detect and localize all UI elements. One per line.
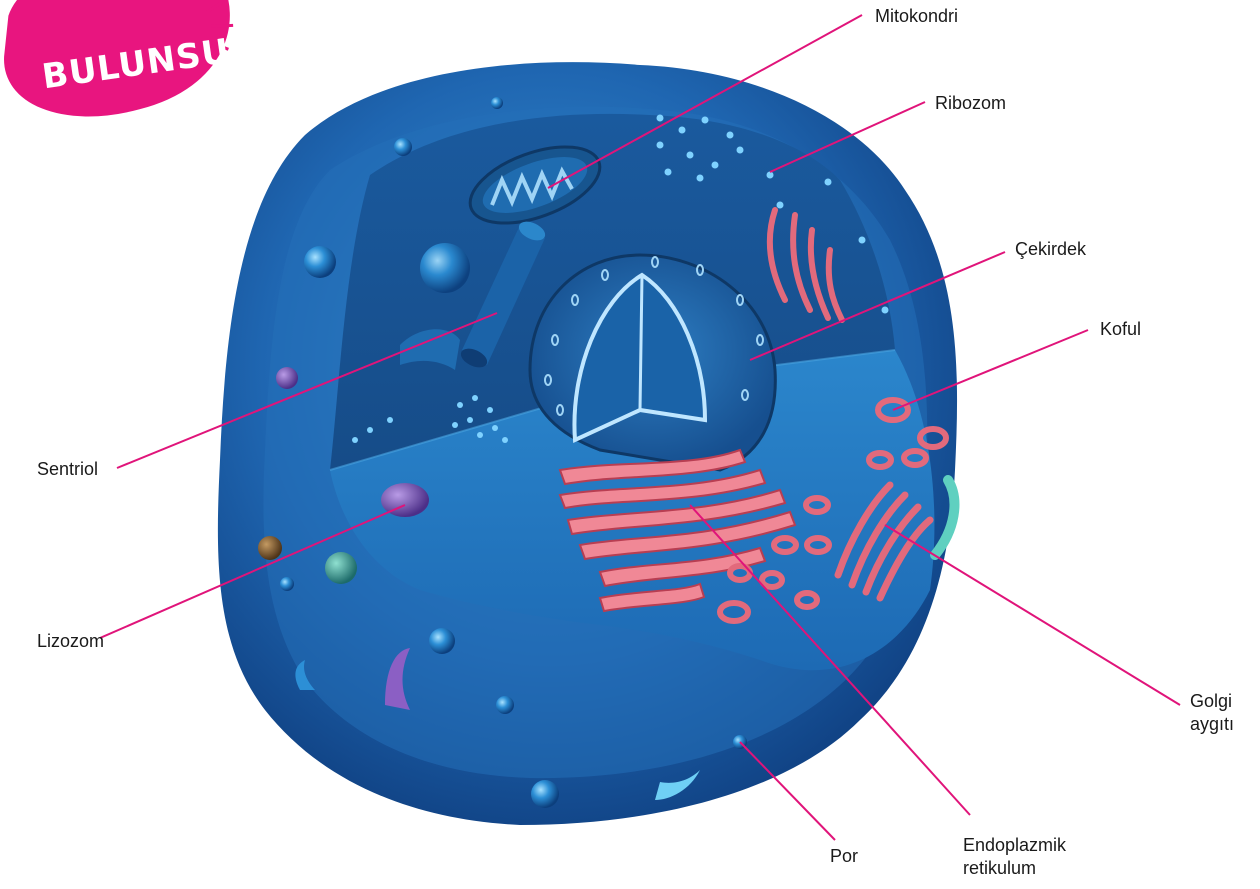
label-endoplazmik-retikulum: Endoplazmik retikulum xyxy=(963,834,1066,880)
label-por: Por xyxy=(830,845,858,868)
vesicle xyxy=(420,243,470,293)
label-cekirdek: Çekirdek xyxy=(1015,238,1086,261)
label-koful: Koful xyxy=(1100,318,1141,341)
label-lizozom: Lizozom xyxy=(37,630,104,653)
label-golgi: Golgi aygıtı xyxy=(1190,690,1234,736)
label-sentriol: Sentriol xyxy=(37,458,98,481)
label-ribozom: Ribozom xyxy=(935,92,1006,115)
label-mitokondri: Mitokondri xyxy=(875,5,958,28)
